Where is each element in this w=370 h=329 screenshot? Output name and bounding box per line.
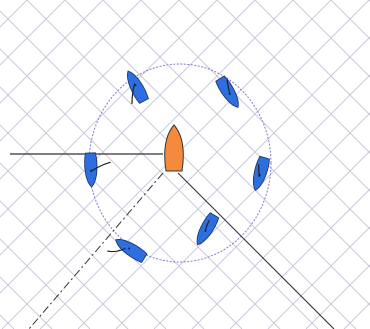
orange-buoy-mark xyxy=(165,125,184,171)
grid-line xyxy=(0,0,166,329)
boat-right xyxy=(249,156,270,192)
grid-line xyxy=(103,0,370,329)
grid-line xyxy=(0,0,65,329)
grid-line xyxy=(230,0,370,329)
grid-line xyxy=(0,0,280,329)
grid-line xyxy=(65,0,370,329)
boat-bottom-left xyxy=(107,234,147,270)
grid-line xyxy=(0,0,128,329)
grid-line xyxy=(255,0,370,329)
boat-top-right xyxy=(215,75,243,110)
grid-line xyxy=(306,0,370,329)
grid-line xyxy=(179,0,370,329)
grid-line xyxy=(0,0,52,329)
grid-line xyxy=(27,0,356,329)
grid-line xyxy=(0,0,318,329)
grid-line xyxy=(0,0,141,329)
grid-line xyxy=(217,0,370,329)
grid-line xyxy=(0,0,293,329)
grid-line xyxy=(78,0,370,329)
grid-line xyxy=(0,0,217,329)
grid-line xyxy=(331,0,370,329)
boat-top-left xyxy=(117,68,149,107)
